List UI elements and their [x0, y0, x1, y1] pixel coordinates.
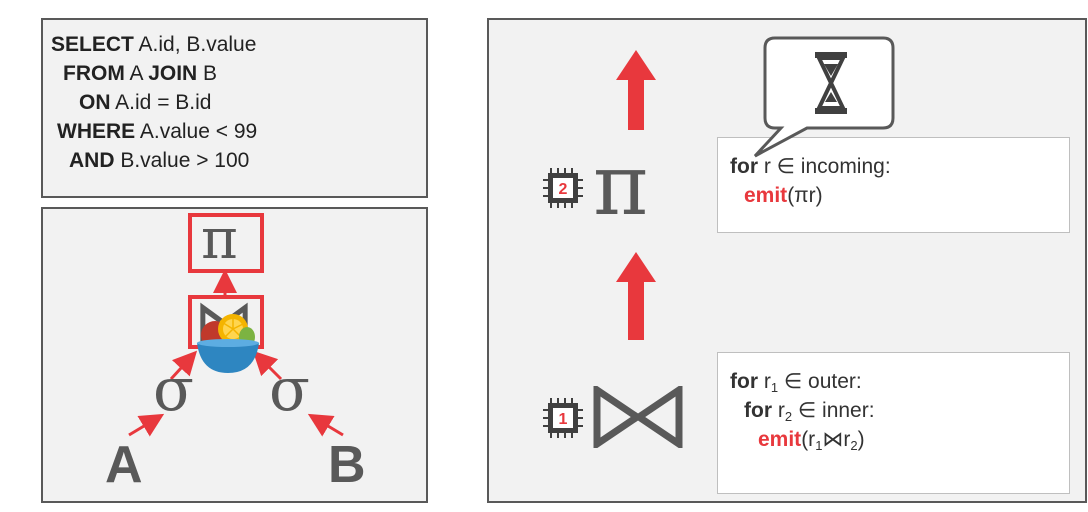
sql-line-where: WHERE A.value < 99	[57, 120, 258, 143]
table-b-label: B	[328, 436, 366, 494]
table-a-label: A	[105, 436, 143, 494]
hourglass-icon	[815, 52, 847, 114]
projection-code-box: for r ∈ incoming: emit(πr)	[717, 137, 1070, 233]
join-code-box: for r1 ∈ outer: for r2 ∈ inner: emit(r1⋈…	[717, 352, 1070, 494]
waiting-speech-bubble	[753, 36, 895, 158]
up-arrow-icon	[616, 50, 656, 130]
edge-right-select-to-join	[252, 350, 283, 381]
sql-line-from: FROM A JOIN B	[63, 62, 218, 85]
join-code-line-1: for r1 ∈ outer:	[730, 370, 862, 395]
join-code-line-2: for r2 ∈ inner:	[744, 399, 875, 424]
edge-left-select-to-join	[169, 350, 198, 381]
chip-2-label: 2	[559, 181, 568, 198]
projection-operator: π	[593, 136, 649, 234]
right-select-symbol: σ	[269, 355, 310, 425]
sql-query-box: SELECT A.id, B.value FROM A JOIN B ON A.…	[41, 18, 428, 198]
sql-line-select: SELECT A.id, B.value	[51, 33, 257, 56]
join-code-line-3: emit(r1⋈r2)	[758, 428, 865, 453]
up-arrow-icon	[616, 252, 656, 340]
cpu-chip-icon: 1	[543, 398, 583, 438]
edge-a-to-select	[128, 413, 165, 437]
projection-code-line-2: emit(πr)	[744, 184, 823, 207]
pipeline-execution-panel: 2 π 1 for r ∈ incoming: emit(πr)	[487, 18, 1087, 503]
edge-b-to-select	[307, 413, 344, 437]
query-plan-tree: π ⋈ σ σ A B	[41, 207, 428, 503]
chip-1-label: 1	[559, 411, 568, 428]
sql-line-and: AND B.value > 100	[69, 149, 250, 172]
projection-symbol: π	[201, 207, 238, 272]
join-operator-icon	[593, 386, 683, 448]
projection-code-line-1: for r ∈ incoming:	[730, 155, 891, 178]
projection-node: π	[188, 207, 264, 273]
tree-edges	[128, 269, 344, 437]
fruit-bowl-icon	[197, 314, 259, 373]
sql-line-on: ON A.id = B.id	[79, 91, 212, 114]
cpu-chip-icon: 2	[543, 168, 583, 208]
left-select-symbol: σ	[153, 355, 194, 425]
